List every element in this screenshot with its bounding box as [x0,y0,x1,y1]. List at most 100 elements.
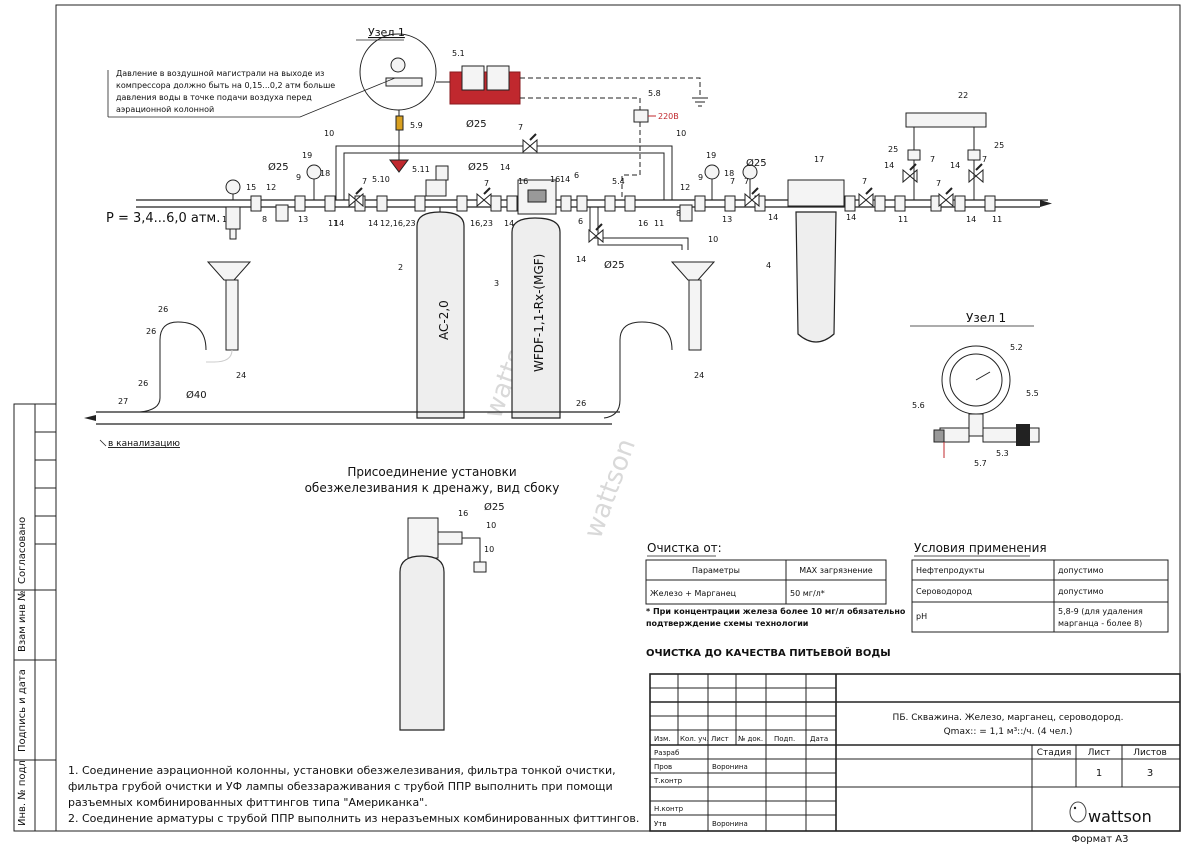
inline-fitting [250,195,262,212]
inline-fitting [560,195,572,212]
inline-fitting [984,195,996,212]
position-label: 14 [966,215,976,224]
position-label: 8 [262,215,267,224]
side-strip: Согласовано Взам инв № Подпись и дата Ин… [13,403,57,832]
stamp-izm: Изм. [654,735,670,743]
control-line [621,122,641,200]
ball-valve [938,192,954,208]
power-block-58 [633,109,649,123]
power-line [520,97,641,110]
ground-line [520,77,701,98]
side-inv: Инв. № подл [17,760,28,826]
stamp-stadia: Стадия [1037,748,1072,758]
stamp-podp: Подп. [774,735,795,743]
position-label: 6 [574,171,579,180]
drinking-quality: ОЧИСТКА ДО КАЧЕСТВА ПИТЬЕВОЙ ВОДЫ [646,646,891,659]
tank-wfdf [511,179,561,419]
cond-name-1: Сероводород [916,587,972,596]
position-label: 6 [578,217,583,226]
conditions-table [911,559,1169,633]
position-label: 5.1 [452,49,465,58]
position-label: 14 [576,255,586,264]
stamp-list: Лист [711,735,729,743]
dia-6: Ø25 [484,501,505,513]
position-label: 7 [362,177,367,186]
position-label: 10 [484,545,494,554]
position-label: 26 [138,379,148,388]
check-valve-59 [395,115,404,131]
position-label: 16 [518,177,528,186]
position-label: 7 [730,177,735,186]
position-label: 10 [676,129,686,138]
stamp-koluch: Кол. уч. [680,735,709,743]
position-label: 9 [296,173,301,182]
stamp-tkontr: Т.контр [653,777,683,785]
position-label: 11 [898,215,908,224]
position-label: 14 [500,163,510,172]
uzel1-detail [933,345,1040,458]
position-label: 26 [576,399,586,408]
position-label: 5.6 [912,401,925,410]
position-label: 16 [458,509,468,518]
valve-handle [945,187,953,195]
position-label: 5.4 [612,177,625,186]
voltage-label: 220В [658,112,679,121]
side-view [399,517,487,731]
stamp-nkontr: Н.контр [654,805,684,813]
position-label: 26 [158,305,168,314]
stamp-title-2: Qmax:: = 1,1 м³::/ч. (4 чел.) [944,727,1073,737]
inline-fitting [294,195,306,212]
watermark-2: wattson [578,435,642,543]
inline-fitting [894,195,906,212]
inline-fitting [724,195,736,212]
cleaning-col-max: MAX загрязнение [799,566,872,575]
position-label: 5.11 [412,165,430,174]
dia-2: Ø25 [268,161,289,173]
position-label: 12,16,23 [380,219,416,228]
valve-handle [355,187,363,195]
inline-fitting [456,195,468,212]
cleaning-table [645,559,887,605]
dia-40: Ø40 [186,389,207,401]
position-label: 18 [724,169,734,178]
side-view-title-2: обезжелезивания к дренажу, вид сбоку [305,481,560,495]
position-label: 5.2 [1010,343,1023,352]
uzel1-detail-label: Узел 1 [966,311,1006,325]
tank-wfdf-label: WFDF-1,1-Rx-(MGF) [532,254,546,372]
position-label: 14 [846,213,856,222]
ball-valve [588,228,604,244]
title-block [649,673,1181,832]
position-label: 7 [862,177,867,186]
position-label: 25 [888,145,898,154]
air-injector [389,159,409,173]
uzel1-top-label: Узел 1 [368,26,405,39]
position-label: 7 [936,179,941,188]
dia-3: Ø25 [468,161,489,173]
position-label: 17 [814,155,824,164]
position-label: 12 [680,183,690,192]
position-label: 1 [222,215,227,224]
valve-handle [865,187,873,195]
position-label: 16 [550,175,560,184]
cleaning-note-1: * При концентрации железа более 10 мг/л … [646,606,906,616]
position-label: 14 [560,175,570,184]
valve-handle [975,163,983,171]
inline-fitting [324,195,336,212]
side-podpis: Подпись и дата [17,669,28,752]
cleaning-row-param: Железо + Марганец [650,589,737,598]
note-leader [108,77,396,118]
stamp-data: Дата [810,735,828,743]
position-label: 5.8 [648,89,661,98]
position-label: 7 [518,123,523,132]
position-label: 9 [698,173,703,182]
gauge-15 [225,179,241,240]
ball-valve [348,192,364,208]
dia-1: Ø25 [466,118,487,130]
stamp-list-val: 1 [1096,768,1102,779]
position-label: 18 [320,169,330,178]
position-label: 3 [494,279,499,288]
pressure-label: P = 3,4...6,0 атм. [106,211,220,226]
dia-5: Ø25 [604,259,625,271]
